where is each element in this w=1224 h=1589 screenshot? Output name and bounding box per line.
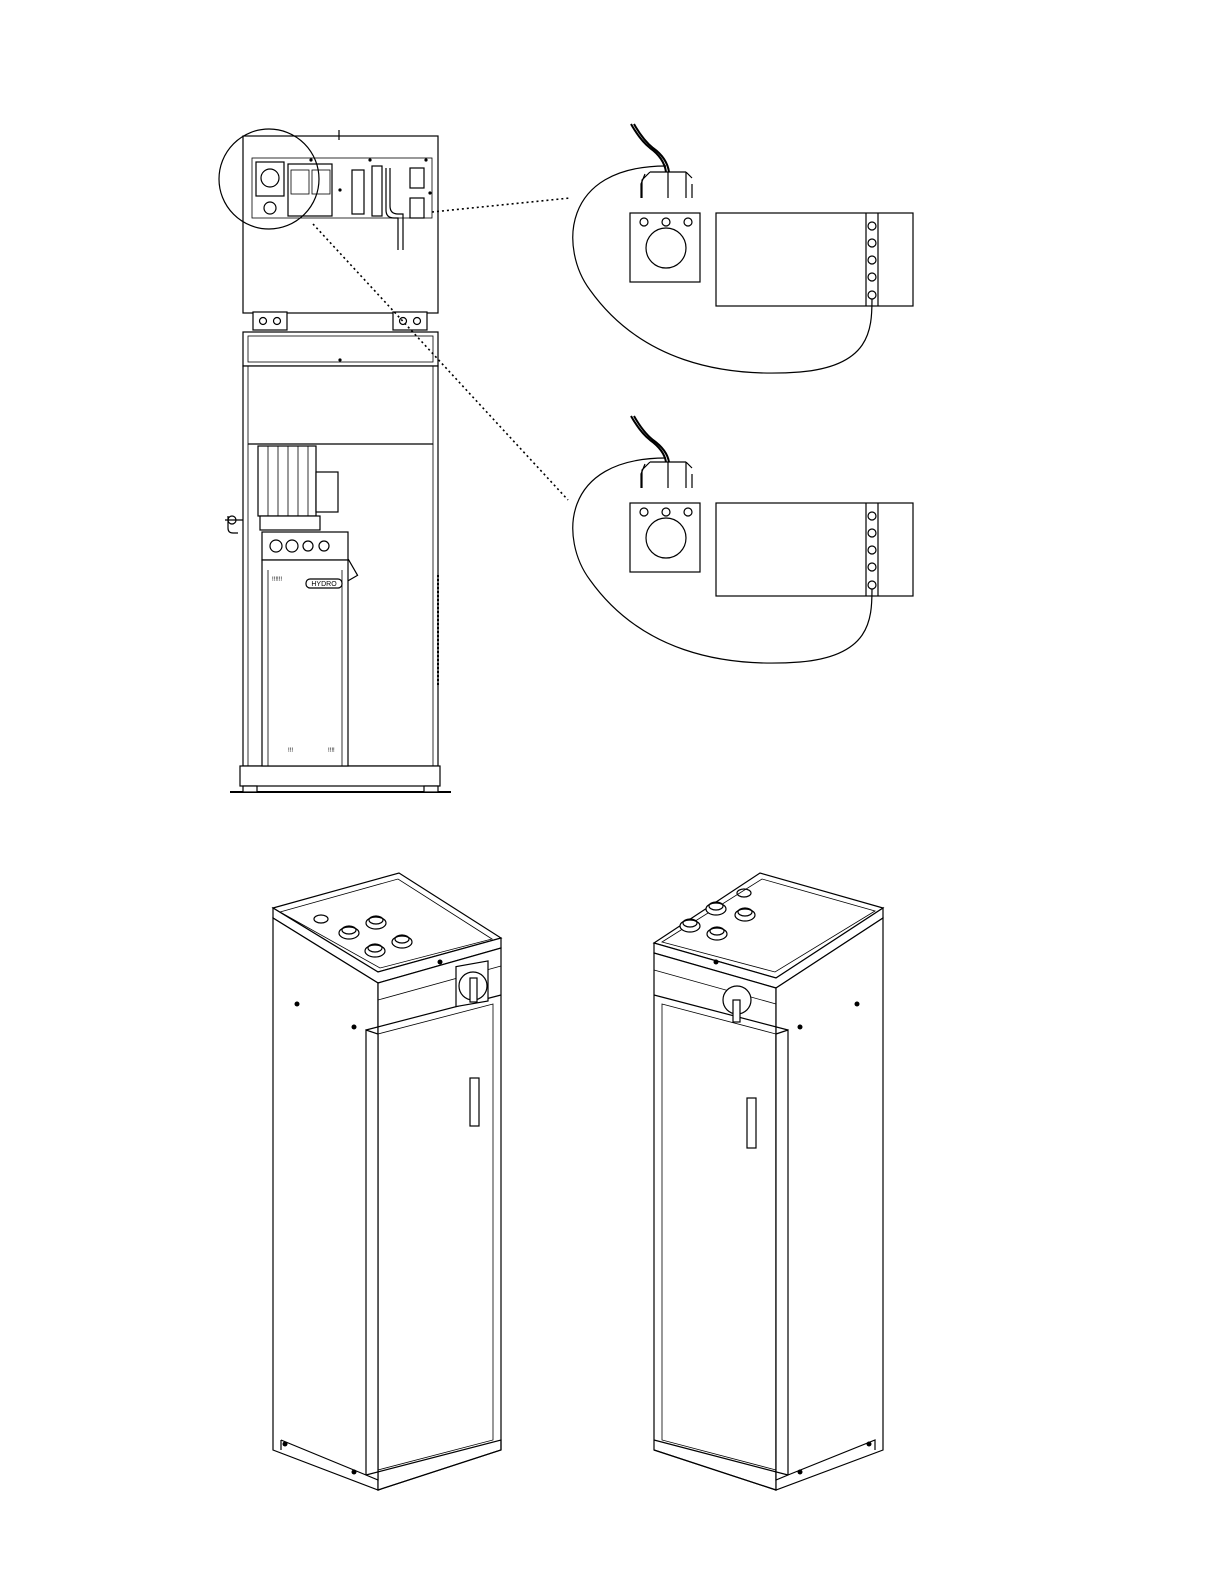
brand-label: HYDRO [311, 581, 337, 588]
wiring-detail-lower [573, 416, 913, 663]
opened-lid-control-panel [243, 130, 438, 313]
svg-text:!!!!: !!!! [328, 748, 335, 754]
terminal-box-upper [716, 213, 913, 306]
wiring-detail-upper [573, 124, 913, 373]
svg-text:!!!: !!! [288, 748, 293, 754]
front-view-open-cabinet: HYDRO !!!!!! !!! !!!! [219, 129, 451, 792]
svg-text:!!!!!!: !!!!!! [272, 577, 282, 583]
terminal-box-lower [716, 503, 913, 596]
lid-hinges [253, 312, 427, 330]
isometric-cabinet-left [273, 873, 501, 1490]
isometric-cabinet-right [654, 873, 883, 1490]
leader-line-upper [432, 198, 570, 212]
